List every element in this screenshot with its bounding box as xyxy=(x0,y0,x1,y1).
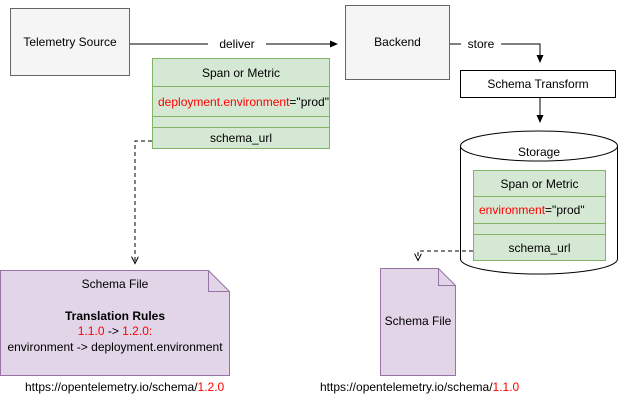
schema-url-row: schema_url xyxy=(153,127,329,148)
schema-url-row: schema_url xyxy=(474,234,605,260)
node-telemetry-source: Telemetry Source xyxy=(10,8,130,76)
rule-version-from: 1.1.0 xyxy=(77,324,105,338)
schema-file-left-title: Schema File xyxy=(81,277,149,291)
empty-row xyxy=(474,223,605,234)
table-title: Span or Metric xyxy=(201,65,281,80)
edge-deliver-label: deliver xyxy=(208,37,266,51)
translation-rules-heading: Translation Rules xyxy=(64,309,166,323)
schema-file-right-title: Schema File xyxy=(384,314,452,328)
attribute-key: deployment.environment xyxy=(158,94,290,109)
backend-label: Backend xyxy=(374,35,421,50)
schema-url-right: https://opentelemetry.io/schema/1.1.0 xyxy=(320,380,560,394)
storage-label: Storage xyxy=(517,145,561,159)
schema-file-right-shape xyxy=(380,268,456,376)
table-title: Span or Metric xyxy=(500,176,579,191)
attribute-value: ="prod" xyxy=(289,94,329,109)
span-metric-table-top: Span or Metric deployment.environment="p… xyxy=(152,58,330,149)
rule-version-to: 1.2.0: xyxy=(122,324,153,338)
schema-url-right-prefix: https://opentelemetry.io/schema/ xyxy=(320,380,493,394)
attribute-value: ="prod" xyxy=(545,203,585,217)
schema-file-left-shape xyxy=(0,270,230,376)
node-backend: Backend xyxy=(345,5,450,80)
node-schema-transform: Schema Transform xyxy=(460,70,616,98)
translation-rule-versions: 1.1.0 -> 1.2.0: xyxy=(0,324,230,338)
empty-row xyxy=(153,116,329,127)
telemetry-source-label: Telemetry Source xyxy=(23,34,117,49)
schema-url-left-version: 1.2.0 xyxy=(197,380,225,394)
schema-url-right-version: 1.1.0 xyxy=(492,380,520,394)
translation-rule-mapping: environment -> deployment.environment xyxy=(7,340,223,354)
schema-transform-label: Schema Transform xyxy=(487,76,589,91)
dashed-edge-schemaurl-to-left-file xyxy=(135,140,152,263)
rule-separator: -> xyxy=(104,324,123,338)
span-metric-table-storage: Span or Metric environment="prod" schema… xyxy=(473,170,606,261)
schema-url-left-prefix: https://opentelemetry.io/schema/ xyxy=(25,380,198,394)
attribute-row: deployment.environment="prod" xyxy=(153,86,329,116)
edge-store-label: store xyxy=(461,37,501,51)
attribute-key: environment xyxy=(479,203,546,217)
schema-url-left: https://opentelemetry.io/schema/1.2.0 xyxy=(25,380,265,394)
attribute-row: environment="prod" xyxy=(474,196,605,223)
